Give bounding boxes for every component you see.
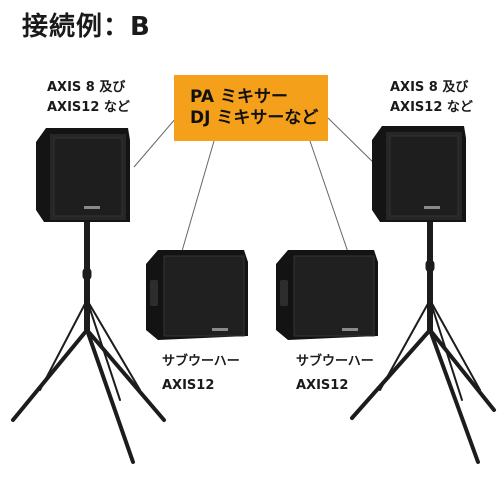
left-subwoofer-label: サブウーハー AXIS12 (162, 350, 240, 398)
cable-left-sub (179, 140, 215, 259)
mixer-label-line2: DJ ミキサーなど (190, 108, 319, 128)
left-speaker (36, 128, 130, 222)
right-speaker-label-line1: AXIS 8 及び (390, 80, 469, 95)
right-speaker-label: AXIS 8 及び AXIS12 など (390, 78, 473, 118)
cable-left-speaker (133, 117, 177, 168)
cable-right-speaker (327, 117, 379, 168)
right-speaker-label-line2: AXIS12 など (390, 100, 473, 115)
right-subwoofer (276, 250, 378, 340)
left-speaker-label: AXIS 8 及び AXIS12 など (47, 78, 130, 118)
right-subwoofer-label-line1: サブウーハー (296, 354, 374, 369)
cable-right-sub (309, 140, 351, 259)
left-subwoofer-label-line2: AXIS12 (162, 378, 215, 393)
right-speaker (372, 126, 466, 222)
mixer-box: PA ミキサー DJ ミキサーなど (174, 75, 328, 141)
right-subwoofer-label-line2: AXIS12 (296, 378, 349, 393)
left-speaker-label-line2: AXIS12 など (47, 100, 130, 115)
mixer-label-line1: PA ミキサー (190, 87, 288, 107)
left-subwoofer-label-line1: サブウーハー (162, 354, 240, 369)
left-speaker-label-line1: AXIS 8 及び (47, 80, 126, 95)
right-subwoofer-label: サブウーハー AXIS12 (296, 350, 374, 398)
left-subwoofer (146, 250, 248, 340)
right-speaker-stand (350, 219, 496, 464)
page-title: 接続例：B (22, 12, 151, 42)
left-speaker-stand (11, 219, 166, 464)
